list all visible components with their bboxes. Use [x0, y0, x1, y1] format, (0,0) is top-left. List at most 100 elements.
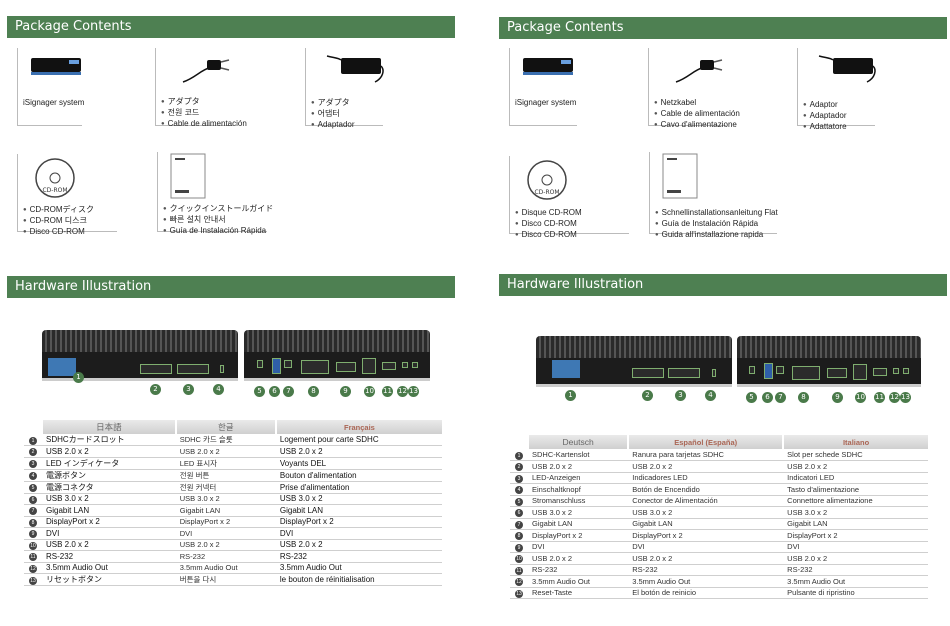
- package-item-label: Guía de Instalación Rápida: [655, 219, 778, 230]
- svg-text:CD-ROM: CD-ROM: [534, 189, 559, 196]
- power-cord-icon: [648, 48, 788, 96]
- callout-number: 3: [675, 390, 686, 401]
- table-cell: USB 3.0 x 2: [275, 493, 442, 505]
- table-column-header: 日本語: [41, 420, 176, 434]
- table-cell: DisplayPort x 2: [783, 529, 928, 542]
- table-cell: USB 2.0 x 2: [42, 539, 176, 551]
- table-cell: DVI: [275, 527, 442, 540]
- row-number: 12: [29, 564, 37, 573]
- table-column-header: Deutsch: [526, 435, 629, 449]
- table-cell: USB 2.0 x 2: [628, 552, 784, 565]
- row-number-badge: 4: [24, 469, 42, 482]
- table-cell: 3.5mm Audio Out: [783, 575, 928, 588]
- package-item-label: Guía de Instalación Rápida: [163, 226, 273, 237]
- package-item-label: 어댑터: [311, 109, 355, 120]
- table-cell: DVI: [628, 541, 784, 553]
- row-number-badge: 2: [24, 445, 42, 458]
- row-number-badge: 1: [510, 449, 528, 461]
- row-number: 13: [29, 576, 37, 585]
- package-item-labels: AdaptorAdaptadorAdattatore: [803, 100, 847, 133]
- divider: [509, 156, 510, 234]
- system-unit-icon: [17, 48, 137, 96]
- table-cell: DisplayPort x 2: [175, 516, 276, 528]
- hardware-illustration-banner: Hardware Illustration: [499, 274, 947, 296]
- table-cell: Ranura para tarjetas SDHC: [628, 449, 784, 461]
- package-item-labels: アダプタ어댑터Adaptador: [311, 98, 355, 131]
- package-item-label: Cable de alimentación: [161, 119, 247, 130]
- table-cell: USB 2.0 x 2: [275, 539, 442, 551]
- table-cell: DisplayPort x 2: [528, 529, 629, 542]
- table-cell: 전원 버튼: [175, 469, 276, 482]
- table-cell: Gigabit LAN: [275, 504, 442, 517]
- row-number: 7: [29, 507, 37, 516]
- package-item: CD-ROMDisque CD-ROMDisco CD-ROMDisco CD-…: [509, 156, 639, 239]
- package-item-label: 전원 코드: [161, 108, 247, 119]
- table-cell: Stromanschluss: [528, 495, 629, 507]
- table-cell: Gigabit LAN: [783, 518, 928, 530]
- table-cell: Reset-Taste: [528, 587, 629, 599]
- callout-number: 5: [746, 392, 757, 403]
- package-item: Schnellinstallationsanleitung FlatGuía d…: [649, 152, 819, 239]
- table-cell: le bouton de réinitialisation: [275, 573, 442, 586]
- hardware-illustration-banner: Hardware Illustration: [7, 276, 455, 298]
- package-item-label: Guida all'installazione rapida: [655, 230, 778, 241]
- row-number-badge: 10: [510, 552, 528, 565]
- package-item-labels: Schnellinstallationsanleitung FlatGuía d…: [655, 208, 778, 241]
- row-number: 11: [515, 566, 523, 575]
- table-cell: RS-232: [628, 564, 784, 576]
- package-item: アダプタ전원 코드Cable de alimentación: [155, 48, 295, 128]
- callout-number: 9: [340, 386, 351, 397]
- table-column-header: Italiano: [782, 435, 928, 449]
- callout-number: 6: [762, 392, 773, 403]
- table-cell: LED-Anzeigen: [528, 472, 629, 484]
- table-cell: 버튼을 다시: [175, 573, 276, 586]
- row-number-badge: 11: [510, 564, 528, 576]
- package-contents-banner: Package Contents: [499, 17, 947, 39]
- package-item-labels: クイックインストールガイド빠른 설치 안내서Guía de Instalació…: [163, 204, 274, 237]
- row-number: 7: [515, 520, 523, 529]
- table-cell: SDHCカードスロット: [42, 434, 176, 446]
- table-cell: 電源コネクタ: [42, 481, 176, 494]
- package-item-label: Disque CD-ROM: [515, 208, 582, 219]
- system-unit-icon: [509, 48, 639, 96]
- row-number-badge: 7: [510, 518, 528, 530]
- row-number: 9: [29, 530, 37, 539]
- row-number-badge: 5: [24, 481, 42, 494]
- callout-number: 4: [213, 384, 224, 395]
- row-number: 6: [29, 495, 37, 504]
- table-cell: Prise d'alimentation: [275, 481, 442, 494]
- table-cell: USB 2.0 x 2: [528, 552, 629, 565]
- row-number-badge: 9: [510, 541, 528, 553]
- cd-rom-icon: CD-ROM: [509, 156, 639, 204]
- table-cell: 電源ボタン: [42, 469, 176, 482]
- table-cell: RS-232: [42, 550, 176, 563]
- table-cell: Voyants DEL: [275, 457, 442, 470]
- row-number-badge: 5: [510, 495, 528, 507]
- quick-guide-icon: [157, 152, 327, 200]
- table-cell: リセットボタン: [42, 573, 176, 586]
- table-cell: Indicatori LED: [783, 472, 928, 484]
- package-item-label: Schnellinstallationsanleitung Flat: [655, 208, 778, 219]
- callout-number: 8: [308, 386, 319, 397]
- divider: [17, 48, 18, 126]
- power-cord-icon: [155, 48, 295, 96]
- package-item-labels: アダプタ전원 코드Cable de alimentación: [161, 97, 247, 130]
- callout-number: 1: [73, 372, 84, 383]
- callout-number: 8: [798, 392, 809, 403]
- table-cell: RS-232: [783, 564, 928, 576]
- row-number-badge: 1: [24, 434, 42, 446]
- package-item-label: CD-ROMディスク: [23, 205, 94, 216]
- row-number-badge: 3: [510, 472, 528, 484]
- row-number-badge: 10: [24, 539, 42, 551]
- row-number-badge: 8: [510, 529, 528, 542]
- table-column-header: Français: [274, 420, 442, 434]
- callout-number: 3: [183, 384, 194, 395]
